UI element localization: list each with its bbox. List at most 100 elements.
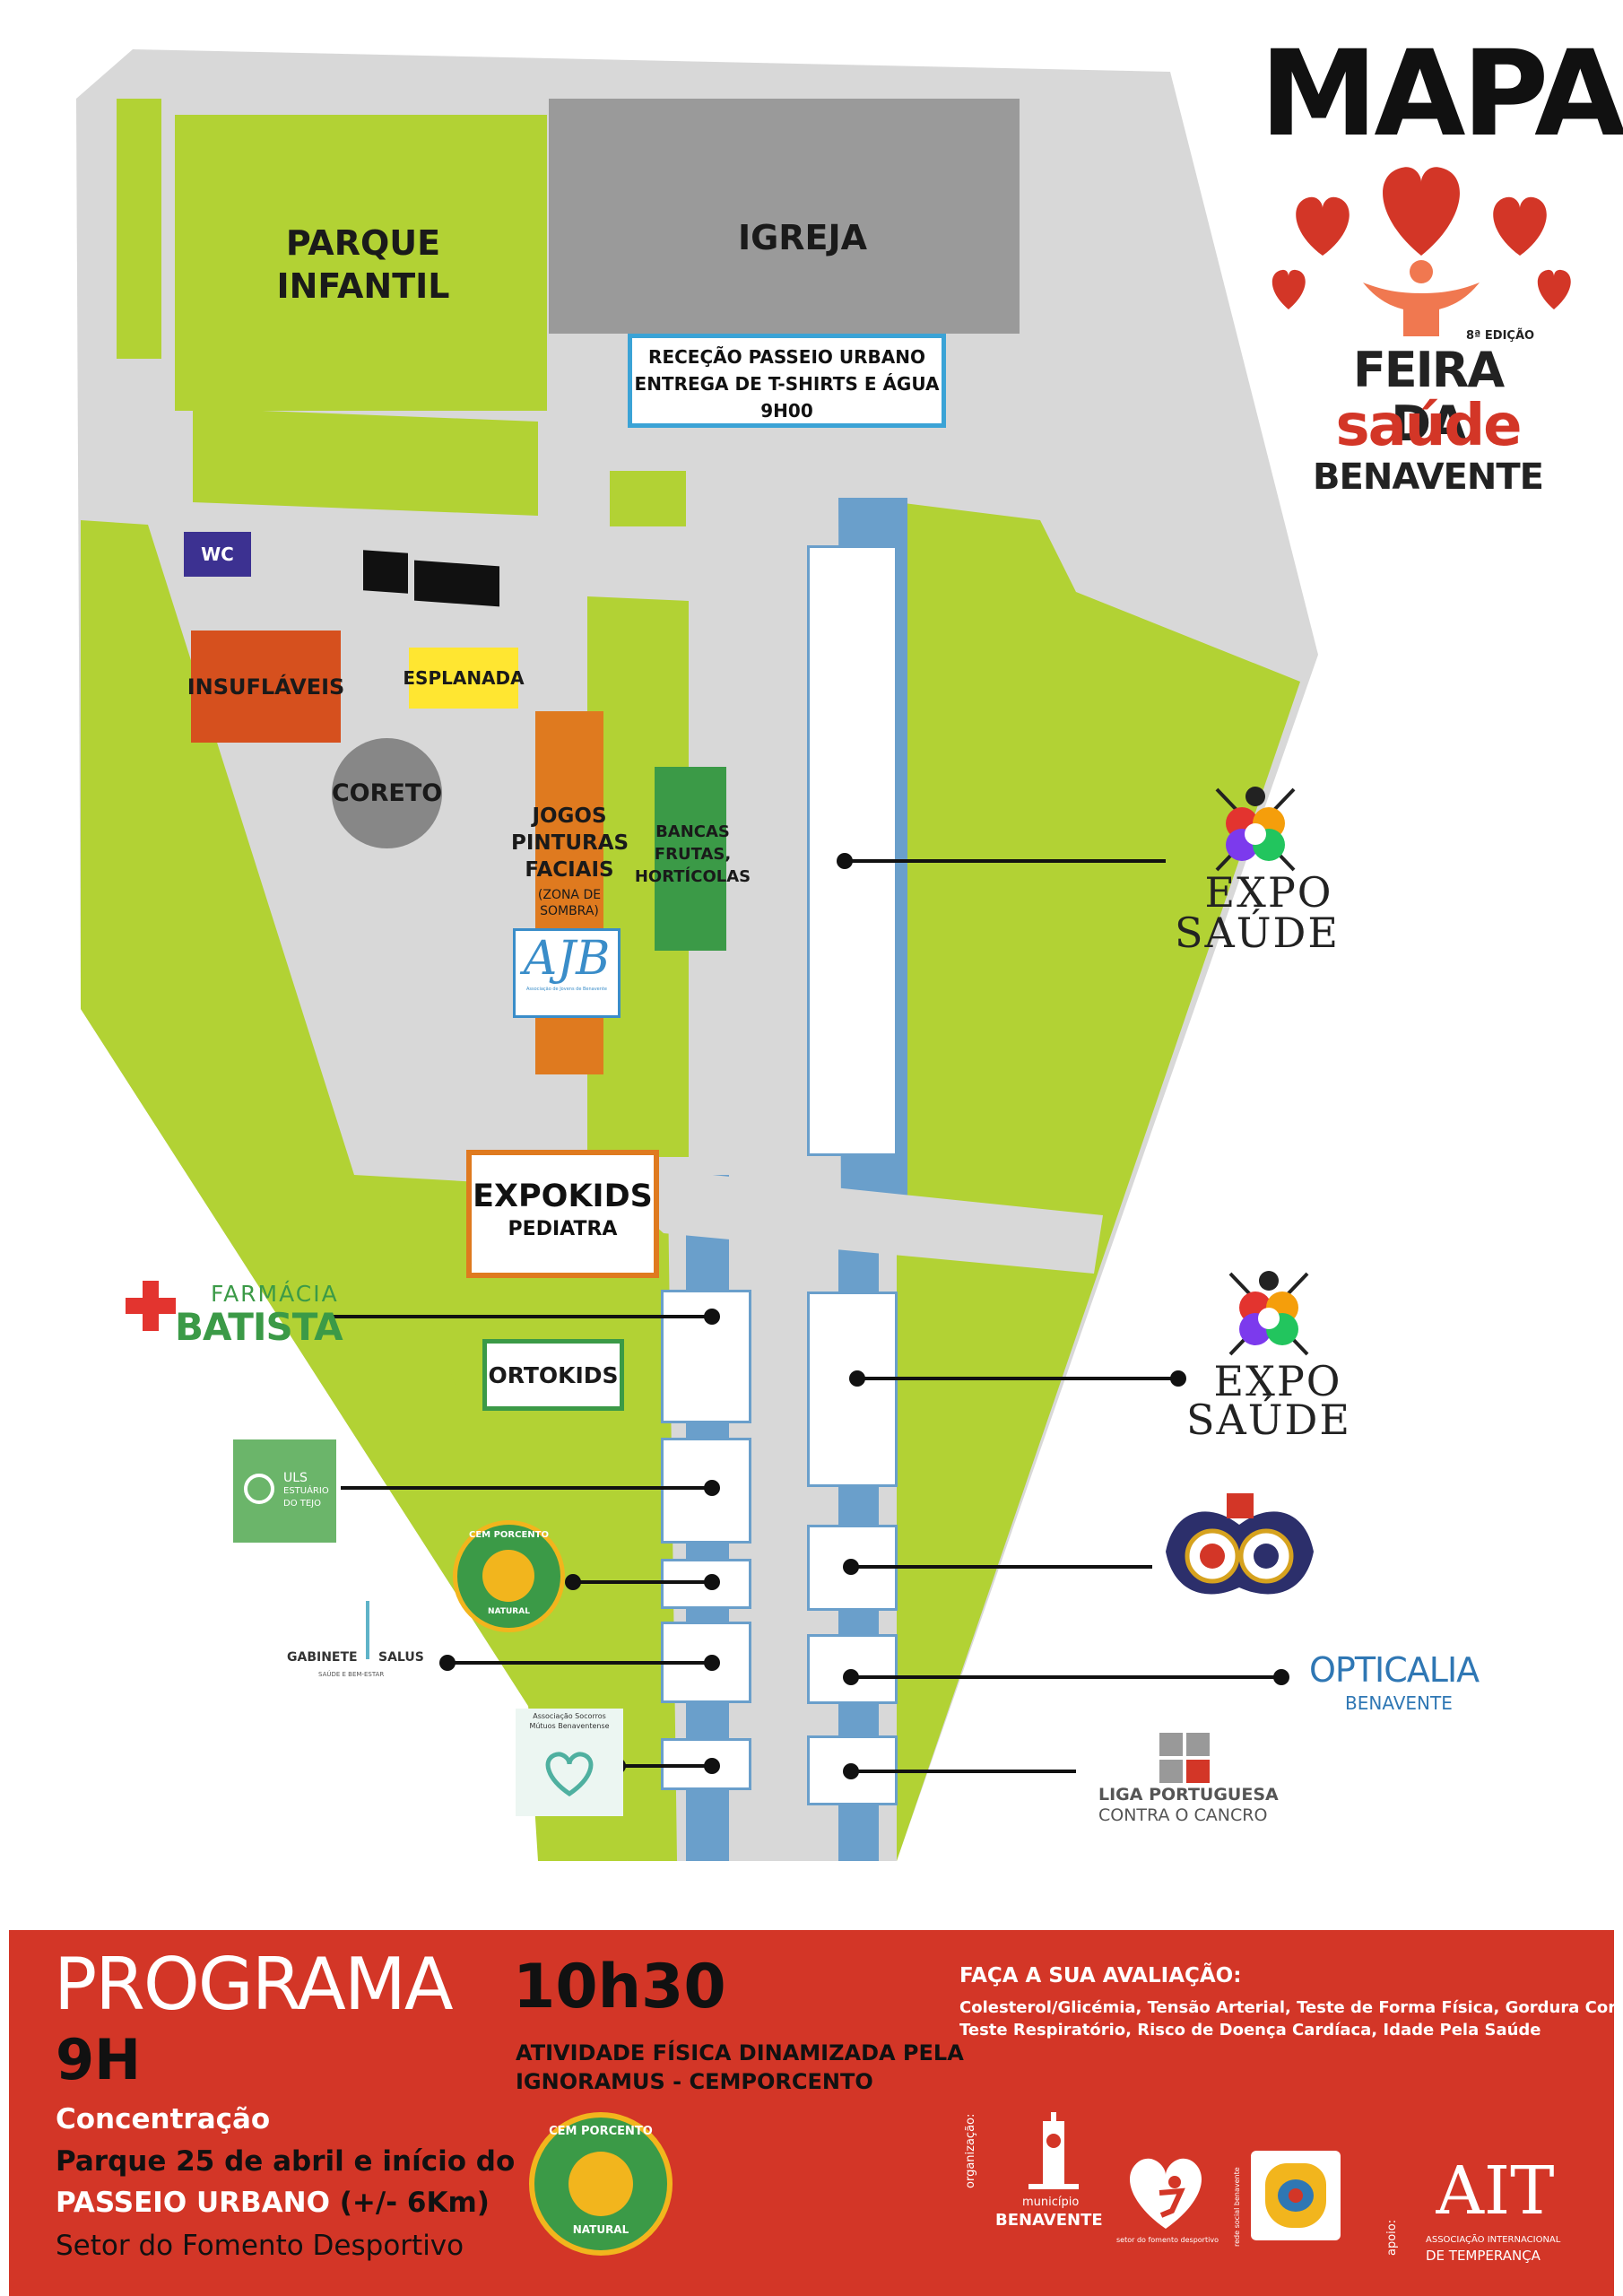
programa-parque-line: Parque 25 de abril e início do: [56, 2145, 516, 2178]
fomento-text: setor do fomento desportivo: [1116, 2236, 1219, 2244]
cem-large-inner-icon: [568, 2152, 633, 2216]
expo1-line1: EXPO: [1204, 868, 1333, 917]
pointer-dot-expo2-end: [1170, 1370, 1186, 1387]
pointer-misericordia: [852, 1565, 1152, 1569]
pointer-dot-expo1: [837, 853, 853, 869]
uls-line1: ULS: [283, 1471, 308, 1485]
cem-small-inner-icon: [482, 1550, 534, 1602]
org-label: organização:: [964, 2113, 977, 2188]
expo-saude-icon-1: [1215, 787, 1296, 872]
expokids-line1: EXPOKIDS: [473, 1178, 653, 1214]
heart-icon-right1: [1493, 196, 1547, 256]
liga-line1: LIGA PORTUGUESA: [1098, 1785, 1279, 1805]
person-body-icon: [1363, 283, 1480, 336]
expo2-line2: SAÚDE: [1186, 1396, 1351, 1444]
rececao-line2: ENTREGA DE T-SHIRTS E ÁGUA: [634, 373, 940, 395]
apoio-label: apoio:: [1385, 2219, 1399, 2256]
pointer-dot-opticalia: [843, 1669, 859, 1685]
rececao-line1: RECEÇÃO PASSEIO URBANO: [648, 346, 925, 368]
pointer-opticalia: [852, 1675, 1282, 1679]
salus-text: SALUS: [378, 1650, 424, 1665]
pointer-dot-farmacia: [704, 1309, 720, 1325]
bancas-line3: HORTÍCOLAS: [634, 867, 751, 886]
pointer-dot-gabinete-start: [439, 1655, 456, 1671]
expokids-box: EXPOKIDS PEDIATRA: [466, 1150, 659, 1278]
expo2-line1: EXPO: [1213, 1357, 1342, 1405]
liga-line2: CONTRA O CANCRO: [1098, 1805, 1268, 1825]
gabinete-text: GABINETE: [287, 1650, 358, 1665]
pointer-socorros: [619, 1764, 713, 1768]
heart-icon-left2: [1271, 269, 1306, 309]
gabinete-logo: GABINETE SALUS SAÚDE E BEM-ESTAR: [278, 1601, 430, 1718]
municipio-big: BENAVENTE: [995, 2211, 1103, 2230]
pointer-farmacia: [327, 1315, 713, 1318]
ait-logo-icon: AIT: [1436, 2152, 1555, 2230]
municipio-tower-icon: [1028, 2112, 1079, 2189]
opticalia-text: OPTICALIA: [1309, 1650, 1480, 1690]
fomento-heart-icon: [1130, 2158, 1202, 2229]
cem-logo-small: CEM PORCENTO NATURAL: [453, 1520, 565, 1632]
green-mid-strip: [193, 408, 538, 516]
cem-large-sub: NATURAL: [572, 2223, 629, 2236]
socorros-line2: Mútuos Benaventense: [529, 1722, 610, 1730]
uls-logo: ULS ESTUÁRIO DO TEJO: [233, 1439, 336, 1543]
parque-infantil-label: PARQUE INFANTIL: [276, 223, 450, 306]
pointer-expo2: [856, 1377, 1179, 1380]
pointer-dot-cem-start: [565, 1574, 581, 1590]
pointer-cem: [574, 1580, 713, 1584]
heart-icon-right2: [1537, 269, 1571, 309]
pointer-dot-uls: [704, 1480, 720, 1496]
bench-1: [363, 550, 408, 594]
ajb-sub: Associação de Jovens de Benavente: [526, 987, 607, 992]
coreto-circle: CORETO: [332, 738, 442, 848]
bancas-line1: BANCAS: [655, 822, 730, 841]
avaliacao-title: FAÇA A SUA AVALIAÇÃO:: [959, 1964, 1242, 1987]
cem-small-sub: NATURAL: [488, 1607, 530, 1616]
uls-circle-icon: [244, 1474, 274, 1504]
heart-logo: [1271, 167, 1571, 336]
misericordia-crest-icon: [1166, 1493, 1314, 1595]
programa-time1: 9H: [56, 2027, 142, 2092]
farmacia-main: BATISTA: [175, 1305, 343, 1349]
igreja-label: IGREJA: [737, 218, 868, 257]
cem-large-text: CEM PORCENTO: [549, 2125, 653, 2138]
ait-line2: DE TEMPERANÇA: [1426, 2248, 1541, 2264]
brand-edition: 8ª EDIÇÃO: [1466, 329, 1535, 343]
ajb-text: AJB: [523, 932, 611, 986]
ajb-logo: AJB Associação de Jovens de Benavente: [513, 928, 621, 1018]
municipio-small: município: [1022, 2196, 1080, 2209]
green-lower-center: [386, 1193, 668, 1861]
brand-line3: BENAVENTE: [1313, 457, 1544, 498]
stand-right-1: [807, 1292, 898, 1487]
programa-panel: [9, 1930, 1614, 2296]
jogos-note: (ZONA DE SOMBRA): [537, 888, 602, 918]
pointer-liga: [852, 1770, 1076, 1773]
programa-time2: 10h30: [513, 1952, 726, 2022]
expokids-line2: PEDIATRA: [508, 1218, 618, 1240]
brand-line2: saúde: [1335, 393, 1522, 459]
gabinete-sub: SAÚDE E BEM-ESTAR: [318, 1671, 385, 1678]
bancas-box: [655, 767, 726, 951]
uls-line2: ESTUÁRIO: [283, 1486, 329, 1496]
pointer-dot-expo2: [849, 1370, 865, 1387]
pointer-expo1: [843, 859, 1166, 863]
jogos-line3: FACIAIS: [525, 858, 614, 882]
igreja-block: [549, 99, 1020, 334]
programa-setor: Setor do Fomento Desportivo: [56, 2230, 464, 2262]
bancas-text: BANCAS FRUTAS, HORTÍCOLAS: [628, 821, 758, 888]
rede-label: rede social benavente: [1233, 2167, 1241, 2247]
pointer-dot-misericordia: [843, 1559, 859, 1575]
avaliacao-line2: Teste Respiratório, Risco de Doença Card…: [959, 2021, 1541, 2039]
bancas-line2: FRUTAS,: [654, 845, 732, 864]
pointer-uls: [341, 1486, 713, 1490]
person-head-icon: [1410, 260, 1433, 283]
jogos-line1: JOGOS: [532, 804, 607, 828]
pointer-dot-cem: [704, 1574, 720, 1590]
heart-icon-left1: [1296, 196, 1350, 256]
stand-left-2: [661, 1438, 751, 1544]
road-cross: [583, 1161, 1103, 1274]
green-small-top: [610, 471, 686, 526]
map-title: MAPA: [1260, 25, 1623, 163]
parque-block: [175, 115, 547, 411]
esplanada-box: ESPLANADA: [403, 648, 525, 709]
